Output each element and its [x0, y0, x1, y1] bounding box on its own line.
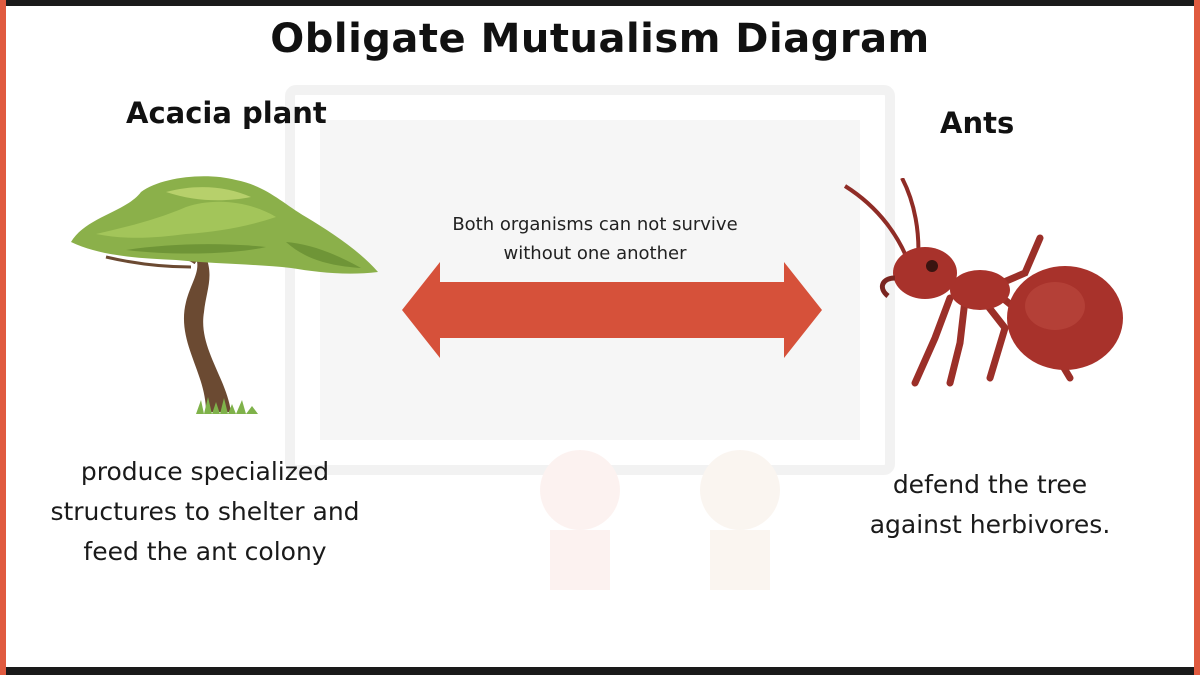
ants-description: defend the tree against herbivores. [869, 470, 1111, 539]
double-arrow-icon [402, 262, 822, 358]
page-title: Obligate Mutualism Diagram [270, 16, 930, 62]
frame-right [1194, 0, 1200, 675]
frame-top [0, 0, 1200, 6]
relation-caption: Both organisms can not survive without o… [452, 214, 738, 264]
acacia-description: produce specialized structures to shelte… [50, 457, 360, 566]
frame-bottom [0, 667, 1200, 675]
ants-label: Ants [940, 106, 1015, 140]
frame-left [0, 0, 6, 675]
acacia-label: Acacia plant [126, 96, 327, 130]
ant-icon [843, 178, 1123, 387]
acacia-tree-icon [71, 176, 378, 414]
